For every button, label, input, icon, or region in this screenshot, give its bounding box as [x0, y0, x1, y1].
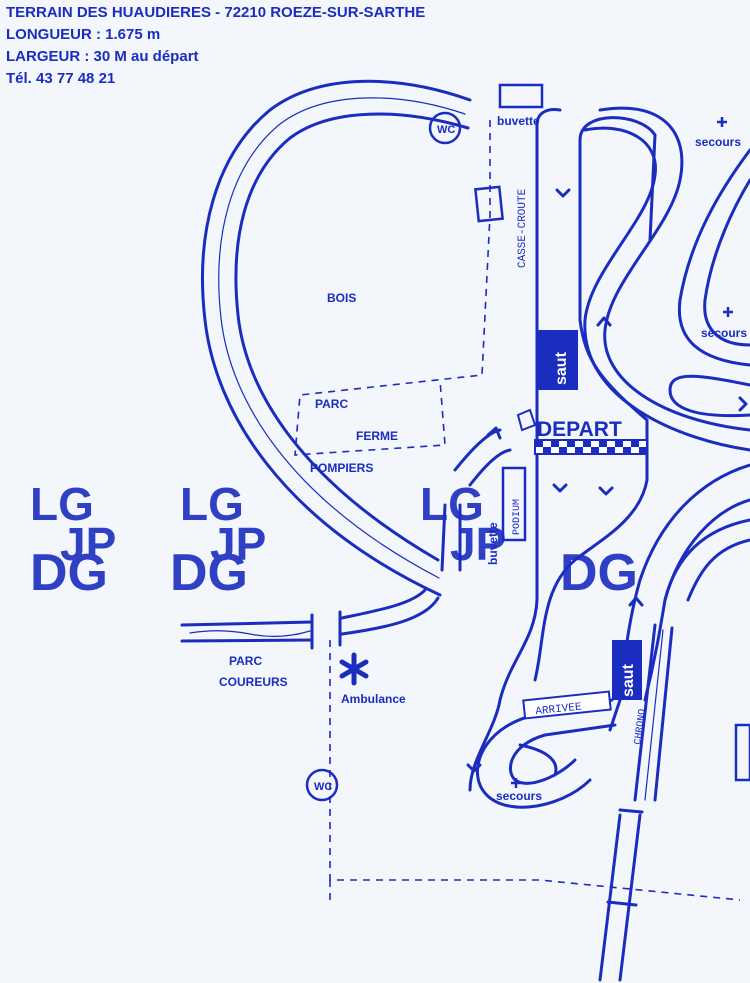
track-paddock-road-top — [180, 620, 314, 627]
secours-right-label: secours — [701, 326, 747, 340]
track-start-right-edge — [533, 418, 649, 682]
parc-ferme-label-parc: PARC — [315, 397, 348, 411]
track-outer-loop-outer — [201, 79, 472, 597]
parc-ferme-label-ferme: FERME — [356, 429, 398, 443]
track-podium-curve-inner — [468, 448, 512, 487]
ambulance-star-icon — [339, 652, 369, 686]
track-buvette-strip-left — [440, 503, 447, 572]
chrono-label: CHRONO — [633, 708, 649, 745]
casse-croute-label: CASSE-CROUTE — [517, 188, 529, 268]
podium-box — [501, 466, 527, 542]
pompiers-label: POMPIERS — [310, 461, 373, 475]
track-bottom-exit-left — [598, 813, 622, 982]
first-aid-plus-icon — [511, 778, 521, 788]
arrivee-sign: ARRIVEE — [522, 690, 612, 720]
bg-logo-lg-1: LG — [30, 478, 94, 530]
bg-logo-lg-2: LG — [180, 478, 244, 530]
boundary-lower-left — [329, 640, 741, 901]
track-finish-chicane-inner — [509, 723, 617, 785]
circuit-info-header: TERRAIN DES HUAUDIERES - 72210 ROEZE-SUR… — [6, 2, 425, 90]
bois-label: BOIS — [327, 291, 356, 305]
track-link-to-loop-bottom — [340, 596, 440, 636]
wc-top-circle — [428, 111, 462, 145]
track-upper-hairpin-inner — [583, 126, 750, 452]
parc-coureurs-label-parc: PARC — [229, 654, 262, 668]
bg-logo-dg-1: DG — [30, 544, 108, 602]
track-outer-loop-texture — [218, 97, 466, 579]
track-podium-curve-outer — [453, 428, 502, 472]
casse-croute-building — [474, 185, 504, 223]
chevron-down-icon — [598, 486, 614, 496]
track-chrono-left — [633, 623, 657, 802]
start-line — [534, 439, 648, 455]
track-finish-squiggle — [518, 743, 558, 777]
track-right-sweep-far-b — [663, 518, 750, 602]
saut-lower-label: saut — [620, 663, 637, 697]
track-outer-loop-inner — [234, 112, 470, 562]
track-start-shoulder — [578, 318, 649, 422]
ambulance-label: Ambulance — [341, 692, 406, 706]
bg-logo-dg-2: DG — [170, 544, 248, 602]
saut-upper-box — [538, 330, 578, 390]
saut-lower-box — [612, 640, 642, 700]
track-far-right-loop-c — [668, 374, 750, 418]
podium-label: PODIUM — [512, 499, 523, 535]
track-paddock-road-texture — [189, 630, 311, 637]
bg-logo-lg-3: LG — [420, 478, 484, 530]
secours-bottom-label: secours — [496, 789, 542, 803]
background-logos: LG JP DG LG JP DG LG JP DG — [30, 478, 638, 602]
buvette-top-label: buvette — [497, 114, 540, 128]
start-flag-icon — [516, 408, 537, 432]
circuit-location: TERRAIN DES HUAUDIERES - 72210 ROEZE-SUR… — [6, 4, 426, 21]
track-far-right-loop-b — [703, 178, 750, 347]
track-paddock-road-bottom — [180, 638, 314, 643]
track-right-sweep-far-a — [686, 538, 750, 602]
bg-logo-dg-3: DG — [560, 544, 638, 602]
track-main-straight-left — [535, 108, 562, 422]
chevron-down-icon — [466, 763, 482, 773]
circuit-phone: Tél. 43 77 48 21 — [6, 70, 116, 87]
first-aid-plus-icon — [717, 117, 727, 127]
circuit-length: LONGUEUR : 1.675 m — [6, 26, 161, 43]
track-right-sweep-inner — [643, 498, 750, 702]
boundary-bois-area — [294, 120, 491, 456]
chevron-down-icon — [555, 188, 571, 198]
secours-top-label: secours — [695, 135, 741, 149]
track-start-left-edge — [468, 418, 539, 792]
chevron-up-icon — [486, 426, 502, 440]
parc-coureurs-label-coureurs: COUREURS — [219, 675, 288, 689]
buvette-side-label: buvette — [486, 522, 500, 565]
track-bottom-exit-right — [618, 813, 642, 982]
track-bottom-exit-mark-1 — [606, 900, 638, 907]
chevron-right-icon — [738, 396, 748, 412]
track-far-right-loop-a — [677, 148, 750, 367]
wc-top-label: WC — [437, 124, 455, 136]
track-chrono-right — [653, 626, 674, 802]
saut-upper-label: saut — [553, 351, 570, 385]
track-main-straight-right — [578, 116, 657, 322]
bg-logo-jp-2: JP — [210, 518, 266, 570]
wc-bottom-label: WC — [314, 781, 332, 793]
track-bottom-exit-mark-2 — [618, 808, 644, 814]
buvette-top-building — [498, 83, 544, 109]
depart-label: DEPART — [537, 418, 622, 441]
first-aid-plus-icon — [723, 307, 733, 317]
track-finish-chicane-outer — [475, 698, 614, 809]
right-edge-building — [734, 723, 750, 782]
chevron-down-icon — [552, 483, 568, 493]
chevron-up-icon — [628, 596, 644, 607]
track-link-to-loop-top — [340, 588, 427, 620]
track-chrono-texture — [644, 629, 664, 801]
track-upper-hairpin-outer — [598, 106, 750, 432]
bg-logo-jp-1: JP — [60, 518, 116, 570]
wc-bottom-circle — [305, 768, 339, 802]
arrivee-label: ARRIVEE — [535, 701, 583, 718]
circuit-width: LARGEUR : 30 M au départ — [6, 48, 199, 65]
chevron-up-icon — [596, 316, 612, 327]
